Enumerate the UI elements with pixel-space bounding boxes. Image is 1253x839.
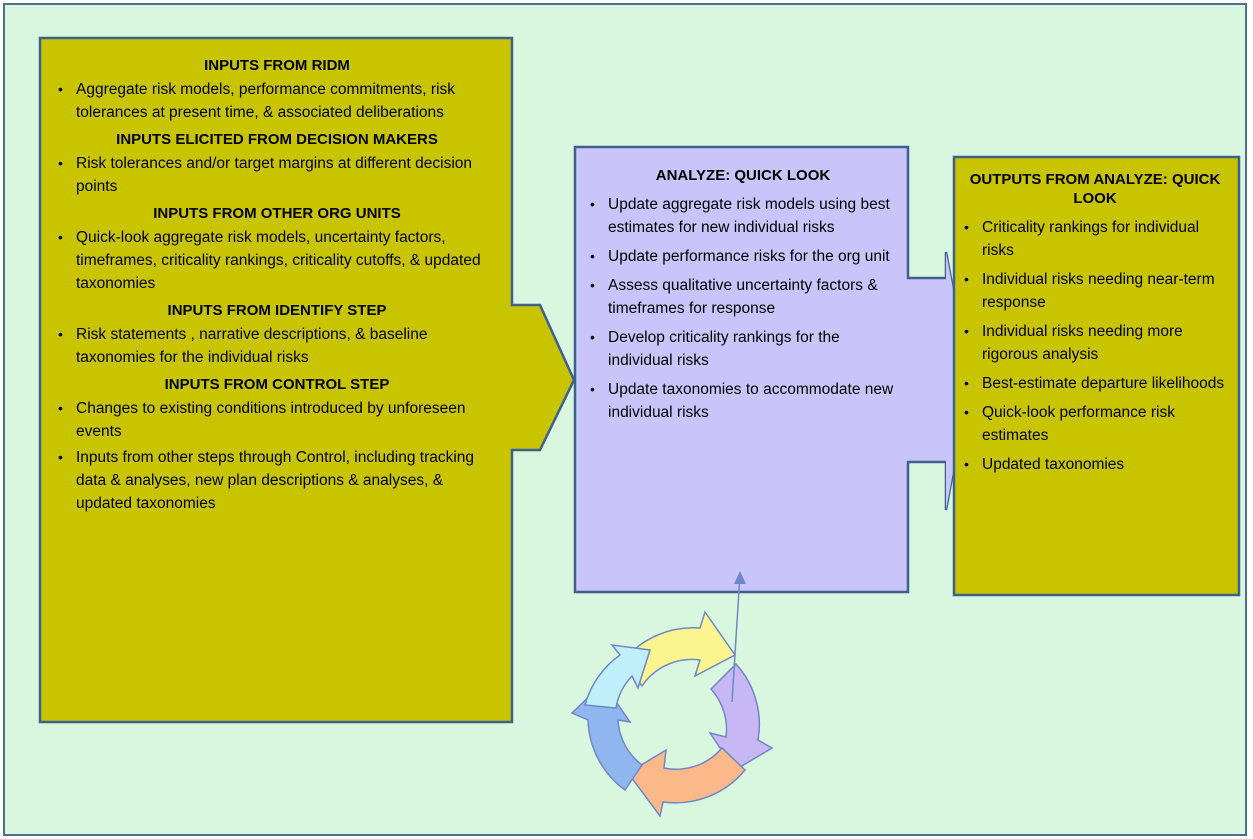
list-item: Changes to existing conditions introduce… xyxy=(52,397,502,443)
section-heading: INPUTS FROM CONTROL STEP xyxy=(164,376,390,393)
list-item: Quick-look aggregate risk models, uncert… xyxy=(52,226,502,295)
list-item: Update taxonomies to accommodate new ind… xyxy=(584,378,902,424)
list-item: Updated taxonomies xyxy=(958,453,1232,476)
analyze-panel: ANALYZE: QUICK LOOK Update aggregate ris… xyxy=(584,166,902,430)
outputs-heading: OUTPUTS FROM ANALYZE: QUICK LOOK xyxy=(969,171,1221,207)
analyze-list: Update aggregate risk models using best … xyxy=(584,193,902,424)
list-item: Inputs from other steps through Control,… xyxy=(52,446,502,515)
list-item: Criticality rankings for individual risk… xyxy=(958,216,1232,262)
outputs-list: Criticality rankings for individual risk… xyxy=(958,216,1232,476)
list-item: Update aggregate risk models using best … xyxy=(584,193,902,239)
list-item: Best-estimate departure likelihoods xyxy=(958,372,1232,395)
section-heading: INPUTS ELICITED FROM DECISION MAKERS xyxy=(116,131,438,148)
list-item: Individual risks needing near-term respo… xyxy=(958,268,1232,314)
section-list: Aggregate risk models, performance commi… xyxy=(52,78,502,124)
list-item: Individual risks needing more rigorous a… xyxy=(958,320,1232,366)
section-heading: INPUTS FROM RIDM xyxy=(204,57,350,74)
list-item: Develop criticality rankings for the ind… xyxy=(584,326,902,372)
section-heading: INPUTS FROM OTHER ORG UNITS xyxy=(153,205,401,222)
list-item: Assess qualitative uncertainty factors &… xyxy=(584,274,902,320)
list-item: Risk statements , narrative descriptions… xyxy=(52,323,502,369)
inputs-panel: INPUTS FROM RIDM Aggregate risk models, … xyxy=(52,56,502,518)
outputs-panel: OUTPUTS FROM ANALYZE: QUICK LOOK Critica… xyxy=(958,170,1232,482)
section-heading: INPUTS FROM IDENTIFY STEP xyxy=(167,302,387,319)
section-list: Risk statements , narrative descriptions… xyxy=(52,323,502,369)
cycle-connector-arrowhead xyxy=(734,571,746,584)
circular-arrows-icon xyxy=(570,610,774,818)
section-list: Quick-look aggregate risk models, uncert… xyxy=(52,226,502,295)
section-list: Changes to existing conditions introduce… xyxy=(52,397,502,515)
analyze-heading: ANALYZE: QUICK LOOK xyxy=(655,167,831,184)
list-item: Update performance risks for the org uni… xyxy=(584,245,902,268)
list-item: Quick-look performance risk estimates xyxy=(958,401,1232,447)
inputs-arrow-shape xyxy=(38,36,576,724)
cycle-connector-line xyxy=(731,573,741,703)
section-list: Risk tolerances and/or target margins at… xyxy=(52,152,502,198)
list-item: Risk tolerances and/or target margins at… xyxy=(52,152,502,198)
list-item: Aggregate risk models, performance commi… xyxy=(52,78,502,124)
